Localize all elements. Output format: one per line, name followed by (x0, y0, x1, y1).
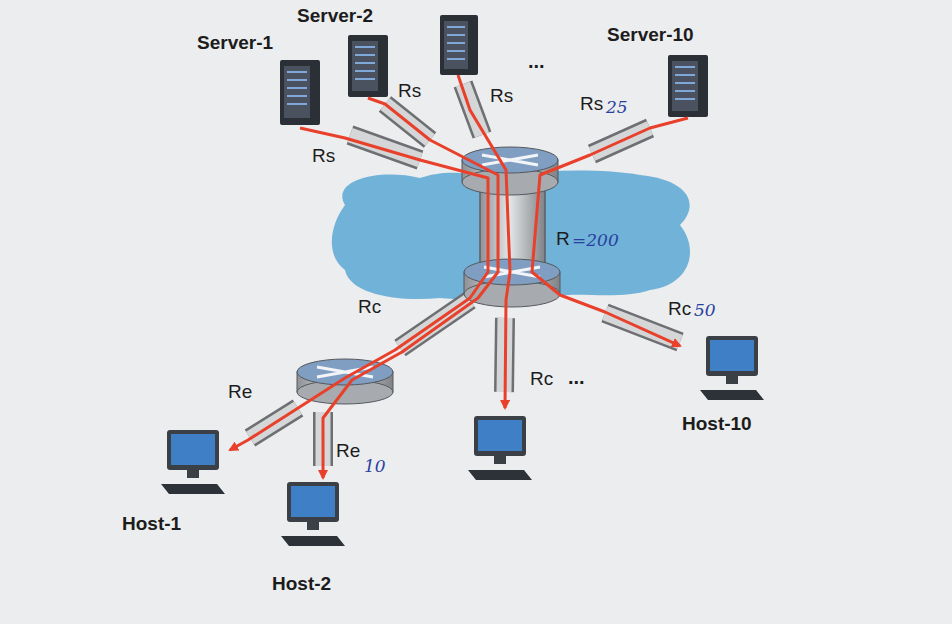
node-name: Server-10 (607, 24, 694, 46)
data-flow (532, 118, 688, 346)
link-rate: Rs (398, 80, 421, 102)
link-rate: Re (228, 381, 252, 403)
node-name: Server-1 (197, 32, 273, 54)
host-node: Host-2 (270, 478, 355, 600)
ellipsis: ... (528, 50, 545, 73)
node-name: Host-1 (122, 513, 181, 535)
link-rate: Rc (530, 368, 553, 390)
host-icon (161, 336, 764, 546)
node-name: Host-2 (272, 573, 331, 595)
host-node: Host-10 (680, 330, 790, 440)
server-icon (280, 15, 708, 125)
handwritten-note: 10 (364, 456, 386, 476)
data-flow (458, 75, 510, 408)
handwritten-note: 50 (694, 300, 716, 320)
link-rate: Rc (668, 298, 691, 320)
link-rate: Rc (358, 296, 381, 318)
data-flow (230, 128, 488, 450)
link-rate: Rs (580, 93, 603, 115)
handwritten-note: =200 (572, 230, 619, 250)
handwritten-note: 25 (606, 97, 628, 117)
ellipsis: ... (568, 366, 585, 389)
link-rate: Re (336, 440, 360, 462)
link-tubes (250, 84, 680, 466)
server-node: Server-1 (195, 30, 325, 128)
link-rate: Rs (490, 85, 513, 107)
data-flow (323, 98, 498, 478)
node-name: Host-10 (682, 413, 752, 435)
node-name: Server-2 (297, 5, 373, 27)
host-node: Host-1 (120, 428, 230, 540)
link-rate: Rs (312, 145, 335, 167)
server-node: Server-2 (295, 3, 390, 98)
router-top (462, 147, 558, 195)
link-rate: R (556, 228, 570, 250)
